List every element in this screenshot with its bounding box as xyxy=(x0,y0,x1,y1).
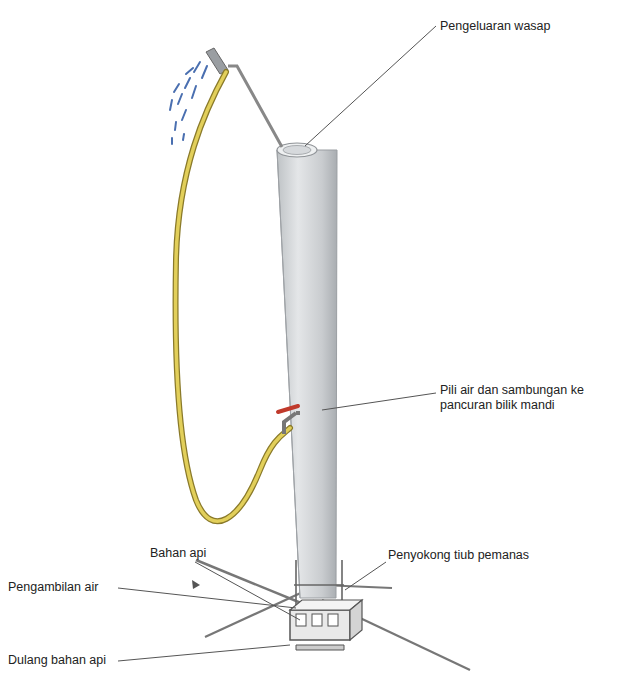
part-label: Dulang bahan api xyxy=(8,653,138,668)
smoke-outlet xyxy=(277,143,317,157)
water-tap xyxy=(278,406,300,434)
arrow-head xyxy=(192,580,200,589)
shower-arm xyxy=(228,66,282,147)
part-label: Bahan api xyxy=(150,546,240,561)
hose xyxy=(176,72,290,521)
fuel-tray xyxy=(290,600,362,650)
heater-tube xyxy=(277,150,337,598)
support-legs xyxy=(205,585,470,670)
part-label: Pili air dan sambungan ke pancuran bilik… xyxy=(440,383,612,413)
part-label: Pengambilan air xyxy=(8,580,118,595)
tube-support xyxy=(294,560,344,605)
leader-lines xyxy=(118,26,436,661)
part-label: Pengeluaran wasap xyxy=(440,19,610,34)
part-label: Penyokong tiub pemanas xyxy=(388,548,588,563)
